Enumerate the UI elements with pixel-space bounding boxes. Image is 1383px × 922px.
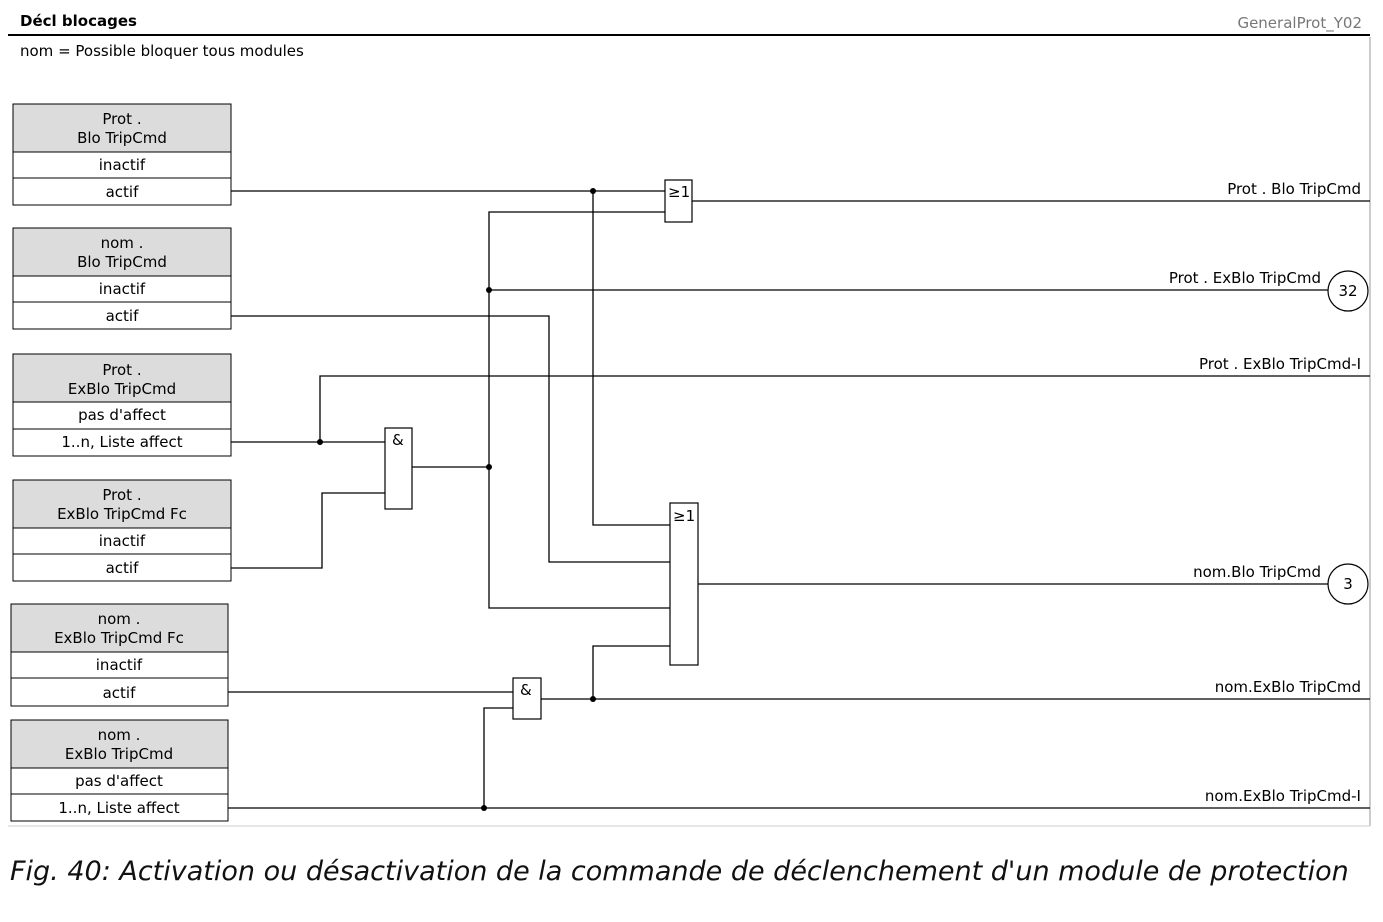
setting-prot-blo-tripcmd: Prot . Blo TripCmd inactif actif bbox=[12, 103, 232, 206]
junction-dot bbox=[481, 805, 487, 811]
junction-dot bbox=[590, 696, 596, 702]
setting-title-line1: nom . bbox=[98, 726, 141, 744]
or-gate-symbol: ≥1 bbox=[673, 507, 695, 525]
wire bbox=[231, 315, 670, 563]
and-gate-2: & bbox=[512, 677, 542, 720]
and-gate-1: & bbox=[384, 427, 413, 510]
ref-marker-32: 32 bbox=[1327, 270, 1369, 312]
output-label-prot-blo-tripcmd: Prot . Blo TripCmd bbox=[1227, 180, 1361, 198]
setting-nom-exblo-tripcmd: nom . ExBlo TripCmd pas d'affect 1..n, L… bbox=[10, 719, 229, 822]
wire bbox=[488, 211, 670, 609]
gates: ≥1 & ≥1 & bbox=[384, 179, 699, 720]
setting-nom-blo-tripcmd: nom . Blo TripCmd inactif actif bbox=[12, 227, 232, 330]
wire bbox=[231, 492, 385, 569]
setting-option: inactif bbox=[99, 280, 146, 298]
output-label-nom-exblo-tripcmd-i: nom.ExBlo TripCmd-I bbox=[1205, 787, 1361, 805]
setting-option: pas d'affect bbox=[78, 406, 166, 424]
output-label-nom-blo-tripcmd: nom.Blo TripCmd bbox=[1193, 563, 1321, 581]
setting-option: inactif bbox=[96, 656, 143, 674]
setting-prot-exblo-tripcmd-fc: Prot . ExBlo TripCmd Fc inactif actif bbox=[12, 479, 232, 582]
wire bbox=[592, 645, 670, 699]
setting-title-line2: Blo TripCmd bbox=[77, 253, 167, 271]
diagram-title: Décl blocages bbox=[20, 12, 137, 30]
wire bbox=[319, 375, 1370, 442]
junction-dot bbox=[317, 439, 323, 445]
diagram-id: GeneralProt_Y02 bbox=[1237, 14, 1362, 33]
output-label-nom-exblo-tripcmd: nom.ExBlo TripCmd bbox=[1215, 678, 1361, 696]
setting-title-line2: ExBlo TripCmd Fc bbox=[57, 505, 187, 523]
setting-option: pas d'affect bbox=[75, 772, 163, 790]
setting-title-line1: Prot . bbox=[102, 486, 141, 504]
output-label-prot-exblo-tripcmd-i: Prot . ExBlo TripCmd-I bbox=[1199, 355, 1361, 373]
or-gate-1: ≥1 bbox=[664, 179, 693, 223]
setting-title-line2: ExBlo TripCmd bbox=[65, 745, 173, 763]
wires bbox=[228, 190, 1370, 809]
setting-prot-exblo-tripcmd: Prot . ExBlo TripCmd pas d'affect 1..n, … bbox=[12, 353, 232, 457]
setting-title-line1: Prot . bbox=[102, 110, 141, 128]
setting-option: actif bbox=[106, 307, 139, 325]
junction-dot bbox=[486, 287, 492, 293]
or-gate-2: ≥1 bbox=[669, 502, 699, 666]
junctions bbox=[317, 188, 596, 811]
junction-dot bbox=[590, 188, 596, 194]
setting-option: actif bbox=[106, 183, 139, 201]
setting-title-line2: Blo TripCmd bbox=[77, 129, 167, 147]
setting-option: inactif bbox=[99, 532, 146, 550]
junction-dot bbox=[486, 464, 492, 470]
setting-option: 1..n, Liste affect bbox=[58, 799, 179, 817]
ref-marker-label: 3 bbox=[1343, 575, 1353, 593]
ref-marker-label: 32 bbox=[1338, 282, 1357, 300]
setting-option: actif bbox=[106, 559, 139, 577]
setting-option: 1..n, Liste affect bbox=[61, 433, 182, 451]
settings-blocks: Prot . Blo TripCmd inactif actif nom . B… bbox=[10, 103, 232, 822]
figure-caption: Fig. 40: Activation ou désactivation de … bbox=[10, 856, 1349, 887]
diagram-subtitle: nom = Possible bloquer tous modules bbox=[20, 42, 304, 60]
setting-title-line1: Prot . bbox=[102, 361, 141, 379]
ref-marker-3: 3 bbox=[1327, 563, 1369, 605]
or-gate-symbol: ≥1 bbox=[668, 183, 690, 201]
setting-title-line1: nom . bbox=[98, 610, 141, 628]
setting-nom-exblo-tripcmd-fc: nom . ExBlo TripCmd Fc inactif actif bbox=[10, 603, 229, 707]
reference-markers: 32 3 bbox=[1327, 270, 1369, 605]
output-label-prot-exblo-tripcmd: Prot . ExBlo TripCmd bbox=[1169, 269, 1321, 287]
setting-option: actif bbox=[103, 684, 136, 702]
setting-title-line1: nom . bbox=[101, 234, 144, 252]
wire bbox=[483, 707, 513, 808]
and-gate-symbol: & bbox=[520, 681, 532, 699]
setting-title-line2: ExBlo TripCmd bbox=[68, 380, 176, 398]
output-labels: Prot . Blo TripCmd Prot . ExBlo TripCmd … bbox=[1169, 180, 1361, 805]
wire bbox=[592, 191, 670, 526]
and-gate-symbol: & bbox=[392, 431, 404, 449]
setting-title-line2: ExBlo TripCmd Fc bbox=[54, 629, 184, 647]
setting-option: inactif bbox=[99, 156, 146, 174]
